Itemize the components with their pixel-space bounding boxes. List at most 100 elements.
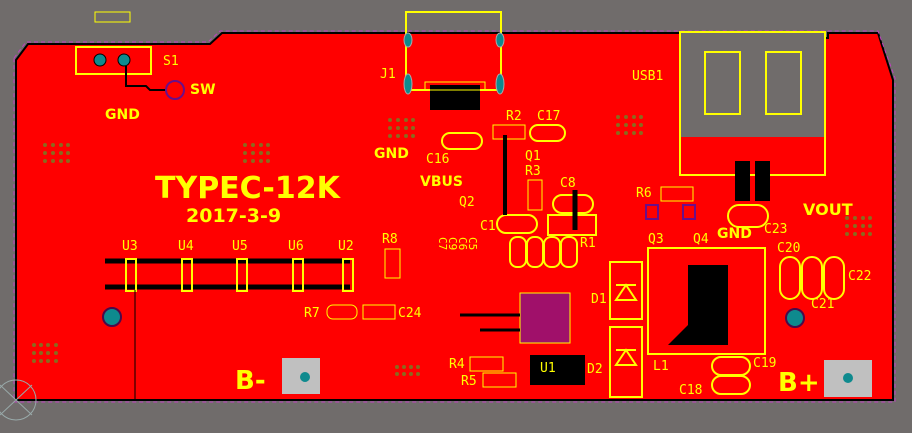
designator-c24: C24 [398,306,422,321]
c17-outline [529,124,566,142]
c19-outline [711,375,751,395]
designator-u1: U1 [540,361,556,376]
l1-pad-trace [668,265,728,345]
designator-d1: D1 [591,292,607,307]
net-label-gnd-mid: GND [374,146,409,162]
designator-r2: R2 [506,109,522,124]
designator-c19: C19 [753,356,777,371]
designator-d2: D2 [587,362,603,377]
designator-u4: U4 [178,239,194,254]
j1-pins [424,81,486,91]
net-label-vout: VOUT [803,200,853,219]
s1-pin [117,53,131,67]
r5-outline [482,372,517,388]
r7-outline [326,304,358,320]
designator-q4: Q4 [693,232,709,247]
designator-r5: R5 [461,374,477,389]
board-date: 2017-3-9 [186,205,282,227]
designator-c18: C18 [679,383,703,398]
via-clusters [32,115,872,376]
designator-q2: Q2 [459,195,475,210]
diode-symbol [614,348,638,366]
designator-c21: C21 [811,297,835,312]
d1-outline [609,261,643,320]
usb1-outline [679,31,826,176]
designator-rotated: C5 [466,237,479,251]
designator-r3: R3 [525,164,541,179]
origin-marker [0,379,37,421]
b-plus-pad-hole [843,373,853,383]
designator-u2: U2 [338,239,354,254]
c23-outline [727,204,769,228]
designator-u3: U3 [122,239,138,254]
designator-usb1: USB1 [632,69,664,84]
net-label-gnd-right: GND [717,226,752,242]
designator-c17: C17 [537,109,561,124]
b-minus-pad-hole [300,372,310,382]
designator-c20: C20 [777,241,801,256]
designator-r8: R8 [382,232,398,247]
r1-outline [547,214,597,236]
j1-shell-pad [403,32,413,48]
u-bank [105,258,354,292]
j1-pin-area [430,85,480,110]
r3-outline [527,179,543,211]
c21-outline [801,256,823,300]
mounting-hole [785,308,805,328]
designator-s1: S1 [163,54,179,69]
j1-shell-pad [403,73,413,95]
board-outline [13,30,896,403]
net-label-vbus: VBUS [420,174,463,190]
cap-row [509,236,578,268]
s1-body [75,46,152,75]
r8-outline [384,248,401,279]
usb1-pad-left [704,51,741,115]
designator-c8: C8 [560,176,576,191]
designator-r1: R1 [580,236,596,251]
usb1-pad-right [765,51,802,115]
l1-outline [647,247,766,355]
u1-body [519,292,571,344]
designator-c1: C1 [480,219,496,234]
designator-r4: R4 [449,357,465,372]
r4-outline [469,356,504,372]
c1-outline [496,214,538,234]
net-label-gnd-left: GND [105,107,140,123]
s1-pin [93,53,107,67]
net-label-b-plus: B+ [778,368,820,398]
designator-q3: Q3 [648,232,664,247]
designator-c22: C22 [848,269,872,284]
u1-bottom [530,355,585,385]
board-title: TYPEC-12K [155,171,340,206]
designator-u6: U6 [288,239,304,254]
net-label-sw: SW [190,82,216,98]
q-pad [645,204,659,220]
designator-l1: L1 [653,359,669,374]
diode-symbol [614,283,638,301]
designator-r7: R7 [304,306,320,321]
s1-outline [94,11,131,23]
designator-r6: R6 [636,186,652,201]
q-pad [682,204,696,220]
usb1-cutout [680,31,825,137]
designator-u5: U5 [232,239,248,254]
c22-outline [823,256,845,300]
designator-j1: J1 [380,67,396,82]
net-label-b-minus: B- [235,366,266,396]
sw-testpoint [165,80,185,100]
j1-shell-pad [495,73,505,95]
c24-outline [362,304,396,320]
mounting-hole [102,307,122,327]
usb1-pad [735,161,750,201]
r6-outline [660,186,694,202]
designator-q1: Q1 [525,149,541,164]
j1-shell-pad [495,32,505,48]
d2-outline [609,326,643,398]
trace [125,66,166,91]
c20-outline [779,256,801,300]
designator-c23: C23 [764,222,788,237]
designator-c16: C16 [426,152,450,167]
usb1-pad [755,161,770,201]
c16-outline [441,132,483,150]
